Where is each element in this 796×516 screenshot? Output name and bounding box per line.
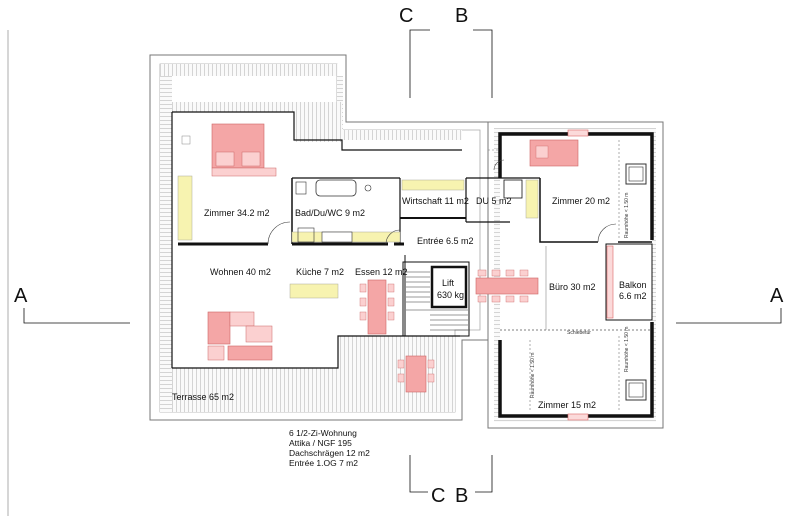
- label-terrasse: Terrasse 65 m2: [172, 392, 234, 402]
- section-label-a-right: A: [770, 285, 784, 307]
- info-line-4: Entrée 1.OG 7 m2: [289, 458, 358, 468]
- room-labels: Zimmer 34.2 m2 Bad/Du/WC 9 m2 Wirtschaft…: [172, 193, 647, 410]
- label-wohnen: Wohnen 40 m2: [210, 267, 271, 277]
- staircase: [406, 271, 468, 331]
- corridor: [466, 149, 540, 223]
- section-mark-a-left: A: [14, 285, 130, 324]
- label-entree: Entrée 6.5 m2: [417, 236, 474, 246]
- section-mark-a-right: A: [676, 285, 784, 324]
- info-line-3: Dachschrägen 12 m2: [289, 448, 370, 458]
- section-mark-cb-bottom: C B: [409, 455, 493, 507]
- label-lift-1: Lift: [442, 278, 455, 288]
- label-zimmer-15: Zimmer 15 m2: [538, 400, 596, 410]
- info-line-2: Attika / NGF 195: [289, 438, 352, 448]
- label-buero: Büro 30 m2: [549, 282, 596, 292]
- main-walls: [171, 111, 470, 369]
- label-wirtschaft: Wirtschaft 11 m2: [402, 196, 469, 206]
- section-label-c-bottom: C: [431, 485, 445, 507]
- label-raumhoehe-2: Raumhöhe < 1.50 m: [624, 327, 630, 372]
- label-balkon-2: 6.6 m2: [619, 291, 647, 301]
- label-essen: Essen 12 m2: [355, 267, 408, 277]
- section-mark-cb-top: C B: [399, 5, 493, 98]
- furniture: [177, 123, 579, 393]
- label-du: DU 5 m2: [476, 196, 512, 206]
- section-label-b-bottom: B: [455, 485, 468, 507]
- label-zimmer-master: Zimmer 34.2 m2: [204, 208, 270, 218]
- label-raumhoehe-1: Raumhöhe < 1.50 m: [624, 193, 630, 238]
- section-label-a-left: A: [14, 285, 28, 307]
- info-line-1: 6 1/2-Zi-Wohnung: [289, 428, 357, 438]
- section-label-c-top: C: [399, 5, 413, 27]
- label-raumhoehe-3: Raumhöhe < 1.50 m: [530, 353, 536, 398]
- right-wing: [487, 121, 664, 429]
- label-lift-2: 630 kg: [437, 290, 464, 300]
- label-balkon-1: Balkon: [619, 280, 647, 290]
- apartment-info: 6 1/2-Zi-Wohnung Attika / NGF 195 Dachsc…: [289, 428, 370, 468]
- label-zimmer-20: Zimmer 20 m2: [552, 196, 610, 206]
- section-label-b-top: B: [455, 5, 468, 27]
- door-swings: [267, 159, 617, 245]
- label-schiebetuer: Schiebetür: [567, 330, 591, 336]
- label-kueche: Küche 7 m2: [296, 267, 344, 277]
- label-bad: Bad/Du/WC 9 m2: [295, 208, 365, 218]
